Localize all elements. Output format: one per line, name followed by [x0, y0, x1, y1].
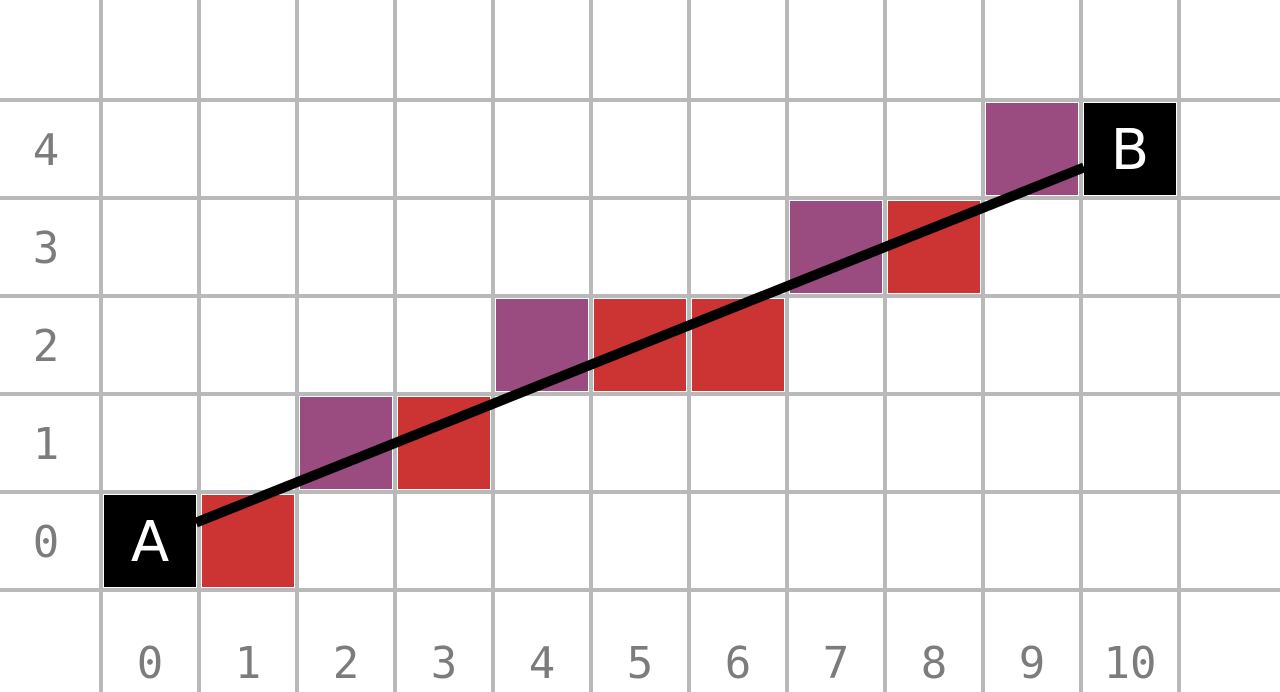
x-tick-label: 1 — [235, 638, 262, 689]
x-tick-label: 9 — [1019, 638, 1046, 689]
cell-purple — [496, 299, 588, 391]
line-segment-a-to-b — [194, 162, 1086, 528]
x-tick-label: 4 — [529, 638, 556, 689]
y-axis-labels: 0 1 2 3 4 — [33, 125, 60, 568]
cell-purple — [986, 103, 1078, 195]
endpoints — [104, 103, 1176, 587]
endpoint-a-box — [104, 495, 196, 587]
line-layer — [194, 162, 1086, 528]
x-tick-label: 5 — [627, 638, 654, 689]
x-tick-label: 7 — [823, 638, 850, 689]
cell-red — [692, 299, 784, 391]
y-tick-label: 1 — [33, 419, 60, 470]
x-tick-label: 6 — [725, 638, 752, 689]
x-tick-label: 0 — [137, 638, 164, 689]
endpoint-labels: AB — [131, 118, 1149, 575]
x-tick-label: 3 — [431, 638, 458, 689]
y-tick-label: 3 — [33, 223, 60, 274]
y-tick-label: 0 — [33, 517, 60, 568]
x-tick-label: 2 — [333, 638, 360, 689]
cell-red — [202, 495, 294, 587]
x-axis-labels: 0 1 2 3 4 5 6 7 8 9 10 — [137, 638, 1157, 689]
endpoint-a-label: A — [131, 510, 169, 575]
endpoint-b-box — [1084, 103, 1176, 195]
x-tick-label: 10 — [1104, 638, 1157, 689]
y-tick-label: 2 — [33, 321, 60, 372]
x-tick-label: 8 — [921, 638, 948, 689]
y-tick-label: 4 — [33, 125, 60, 176]
endpoint-b-label: B — [1111, 118, 1149, 183]
